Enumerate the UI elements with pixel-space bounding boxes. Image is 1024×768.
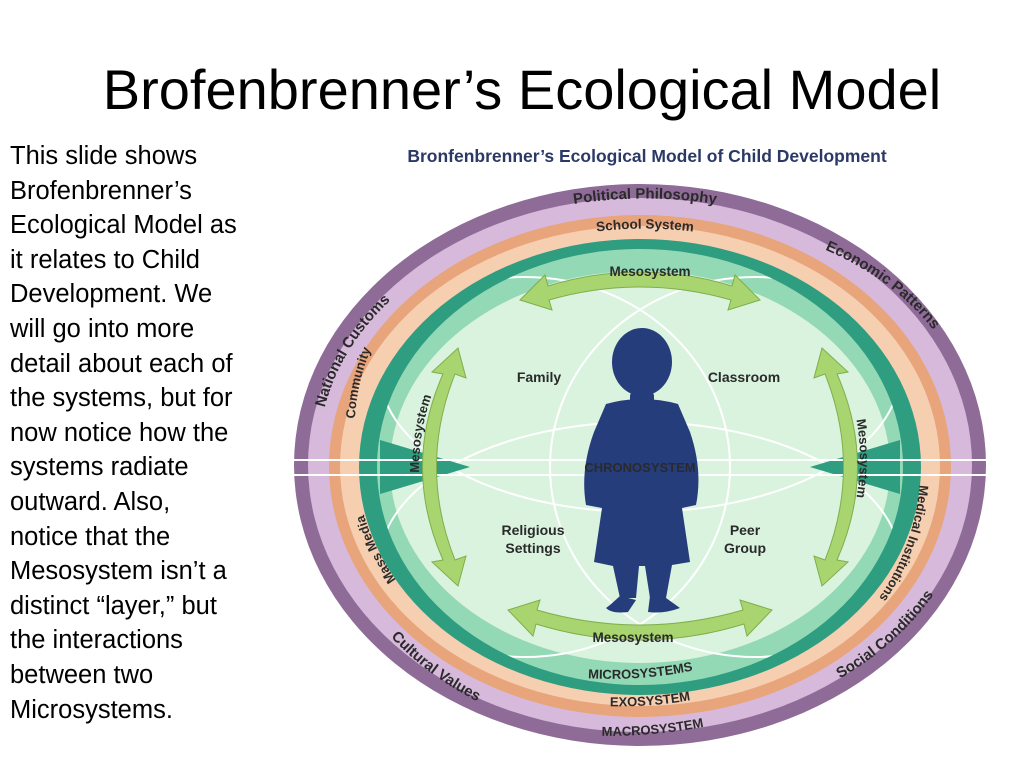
child-legs xyxy=(606,596,680,613)
body-text: This slide shows Brofenbrenner’s Ecologi… xyxy=(10,139,278,727)
micro-label-settings: Settings xyxy=(505,540,560,556)
body-line: the systems, but for xyxy=(10,384,233,413)
body-line: will go into more xyxy=(10,314,195,343)
body-line: This slide shows xyxy=(10,142,198,170)
body-line: the interactions xyxy=(10,626,183,655)
body-line: between two xyxy=(10,660,154,689)
micro-label-family: Family xyxy=(517,369,562,385)
body-line: detail about each of xyxy=(10,349,233,378)
body-line: systems radiate xyxy=(10,453,189,482)
body-line: Brofenbrenner’s xyxy=(10,176,192,205)
child-body xyxy=(584,399,699,598)
macro-label-political: Political Philosophy xyxy=(572,185,719,208)
chronosystem-label: CHRONOSYSTEM xyxy=(584,460,695,475)
body-line: Microsystems. xyxy=(10,695,173,724)
ecological-model-diagram: Bronfenbrenner’s Ecological Model of Chi… xyxy=(292,146,988,746)
lens-right xyxy=(549,276,903,658)
micro-label-religious: Religious xyxy=(501,522,564,538)
diagram-title: Bronfenbrenner’s Ecological Model of Chi… xyxy=(407,146,887,166)
body-line: Development. We xyxy=(10,280,213,309)
child-head xyxy=(612,328,672,396)
body-line: notice that the xyxy=(10,522,171,551)
body-line: now notice how the xyxy=(10,418,229,447)
meso-label-right: Mesosystem xyxy=(854,418,872,499)
meso-arrow-top xyxy=(519,271,761,311)
body-line: it relates to Child xyxy=(10,245,200,274)
micro-label-classroom: Classroom xyxy=(708,369,780,385)
slide-title: Brofenbrenner’s Ecological Model xyxy=(102,58,942,121)
body-line: Ecological Model as xyxy=(10,211,237,240)
meso-label-bottom: Mesosystem xyxy=(592,630,673,645)
micro-label-group: Group xyxy=(724,540,766,556)
meso-arrow-bottom xyxy=(507,599,773,641)
double-headed-arrow-icon xyxy=(422,271,858,641)
lens-left xyxy=(377,276,731,658)
child-silhouette-icon xyxy=(584,328,699,613)
meso-arrow-left xyxy=(422,347,467,587)
body-line: Mesosystem isn’t a xyxy=(10,557,227,586)
exo-label-school: School System xyxy=(595,217,694,235)
meso-arrow-right xyxy=(813,347,858,587)
body-line: distinct “layer,” but xyxy=(10,591,217,620)
body-line: outward. Also, xyxy=(10,487,171,516)
micro-label-peer: Peer xyxy=(730,522,761,538)
meso-label-top: Mesosystem xyxy=(609,264,690,279)
